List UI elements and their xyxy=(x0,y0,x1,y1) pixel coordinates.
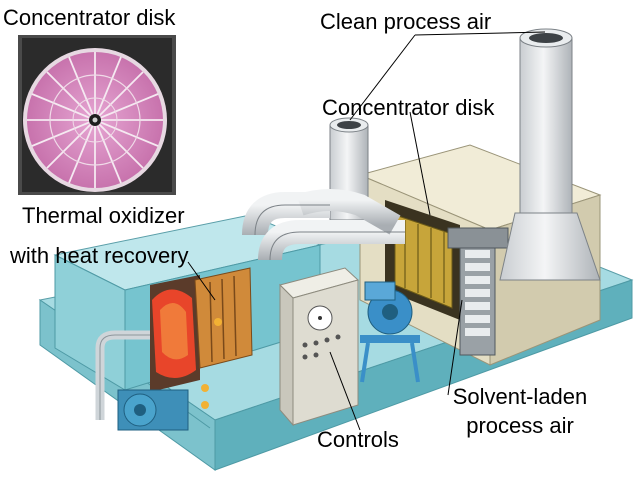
label-thermal-oxidizer-line2: with heat recovery xyxy=(10,243,189,268)
label-clean-process-air: Clean process air xyxy=(320,9,492,34)
label-thermal-oxidizer-line1: Thermal oxidizer xyxy=(22,203,185,228)
leader-lines xyxy=(187,31,546,431)
clean-air-stack xyxy=(499,28,601,281)
process-fan xyxy=(360,281,420,383)
label-concentrator-disk-inset: Concentrator disk xyxy=(3,5,176,30)
label-solvent-line1: Solvent-laden xyxy=(452,384,588,409)
label-solvent-line2: process air xyxy=(466,413,574,438)
control-cabinet xyxy=(279,267,359,427)
label-concentrator-disk: Concentrator disk xyxy=(322,95,495,120)
concentrator-disk-photo xyxy=(18,35,176,195)
ductwork xyxy=(242,189,405,261)
label-controls: Controls xyxy=(317,427,399,452)
